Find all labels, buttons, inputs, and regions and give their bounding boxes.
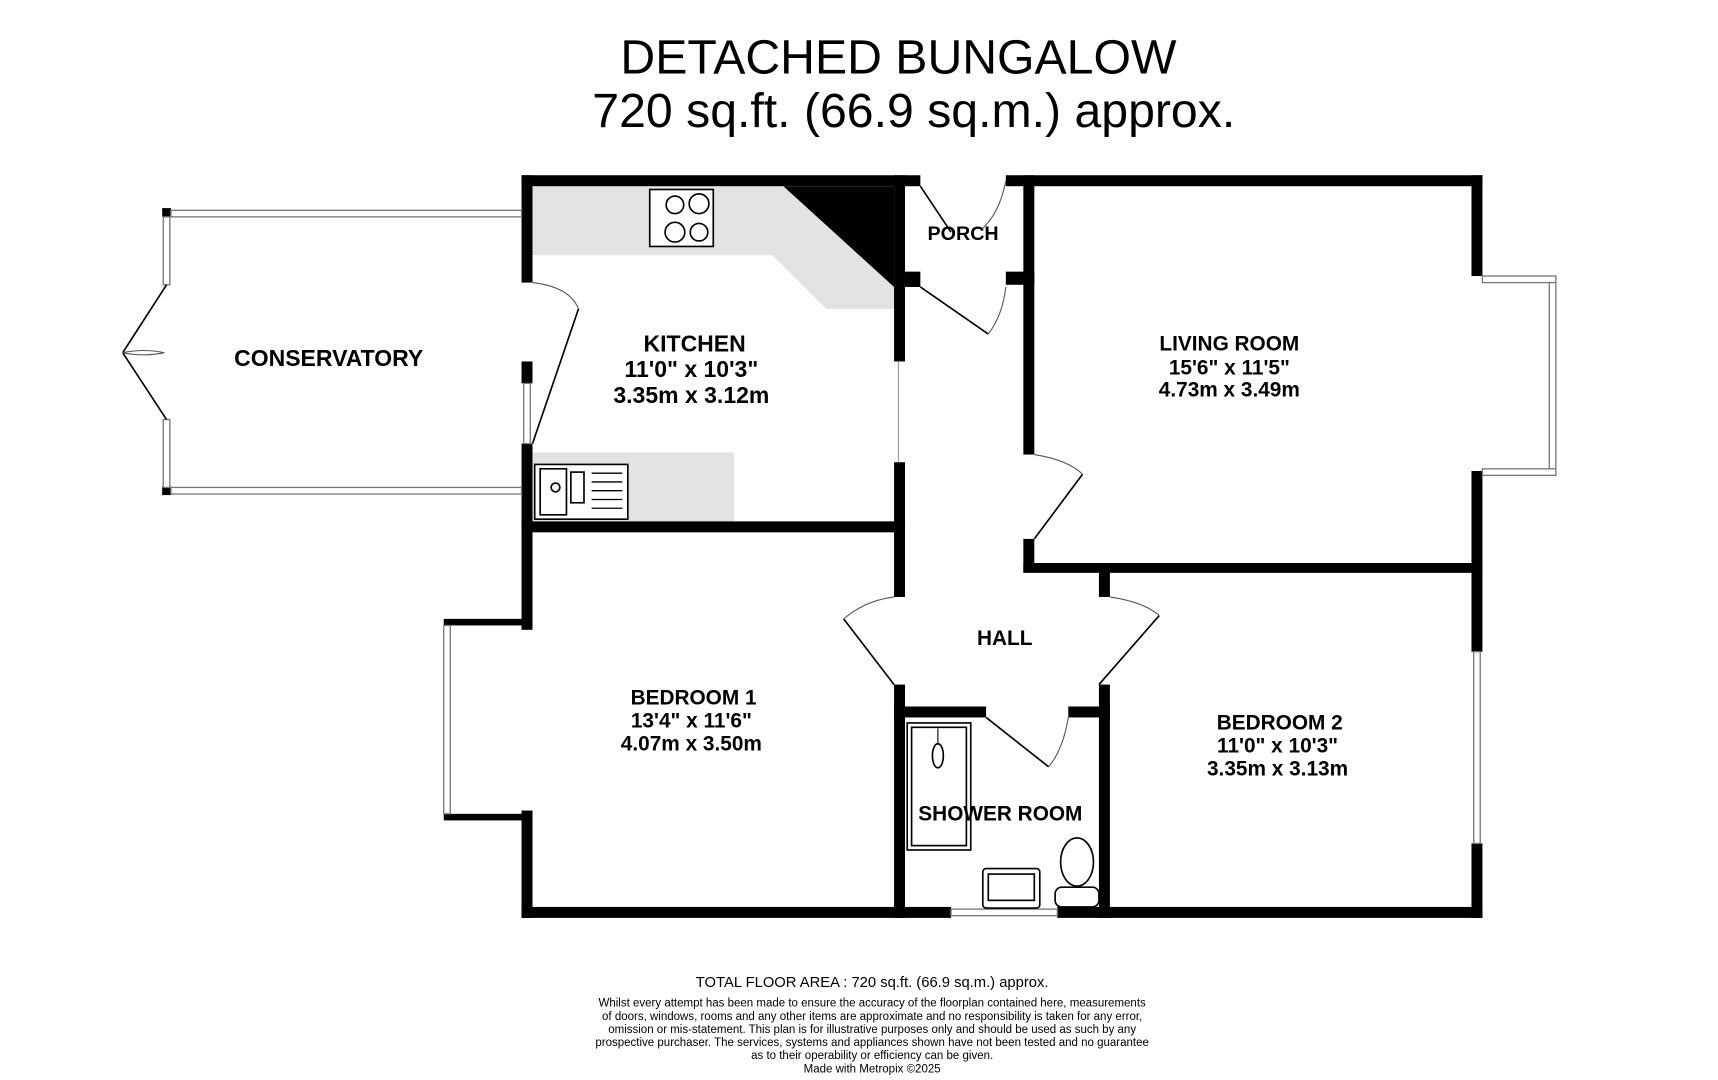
kitchen-metric: 3.35m x 3.12m — [613, 382, 769, 408]
bedroom2-imperial: 11'0" x 10'3" — [1217, 734, 1338, 757]
kitchen-imperial: 11'0" x 10'3" — [624, 356, 758, 382]
bedroom1-metric: 4.07m x 3.50m — [621, 732, 762, 755]
bedroom2-label: BEDROOM 2 — [1217, 711, 1343, 734]
living-room-metric: 4.73m x 3.49m — [1159, 379, 1300, 402]
windows — [162, 209, 1557, 917]
disclaimer-line: Whilst every attempt has been made to en… — [599, 998, 1147, 1010]
hob-icon — [648, 188, 715, 248]
plan-subtitle: 720 sq.ft. (66.9 sq.m.) approx. — [592, 84, 1235, 138]
disclaimer-line: omission or mis-statement. This plan is … — [608, 1024, 1136, 1036]
bedroom2-metric: 3.35m x 3.13m — [1207, 757, 1348, 780]
sink-icon — [533, 463, 629, 521]
bedroom1-label: BEDROOM 1 — [631, 686, 757, 709]
basin-icon — [981, 867, 1041, 909]
disclaimer-line: prospective purchaser. The services, sys… — [595, 1037, 1149, 1049]
total-floor-area: TOTAL FLOOR AREA : 720 sq.ft. (66.9 sq.m… — [696, 975, 1049, 991]
shower-tray-icon — [906, 722, 972, 851]
disclaimer-line: as to their operability or efficiency ca… — [751, 1050, 993, 1062]
porch-label: PORCH — [928, 223, 999, 245]
living-room-label: LIVING ROOM — [1159, 333, 1299, 356]
shower-room-label: SHOWER ROOM — [918, 802, 1082, 825]
living-room-imperial: 15'6" x 11'5" — [1169, 357, 1290, 380]
kitchen-label: KITCHEN — [644, 331, 746, 357]
toilet-icon — [1054, 837, 1100, 908]
hall-label: HALL — [977, 627, 1033, 650]
conservatory-label: CONSERVATORY — [234, 345, 423, 371]
doors — [122, 180, 1160, 768]
walls — [162, 175, 1483, 918]
bedroom1-imperial: 13'4" x 11'6" — [631, 709, 752, 732]
plan-title: DETACHED BUNGALOW — [620, 30, 1177, 84]
disclaimer-line: of doors, windows, rooms and any other i… — [602, 1011, 1142, 1023]
metropix-credit: Made with Metropix ©2025 — [804, 1063, 941, 1075]
